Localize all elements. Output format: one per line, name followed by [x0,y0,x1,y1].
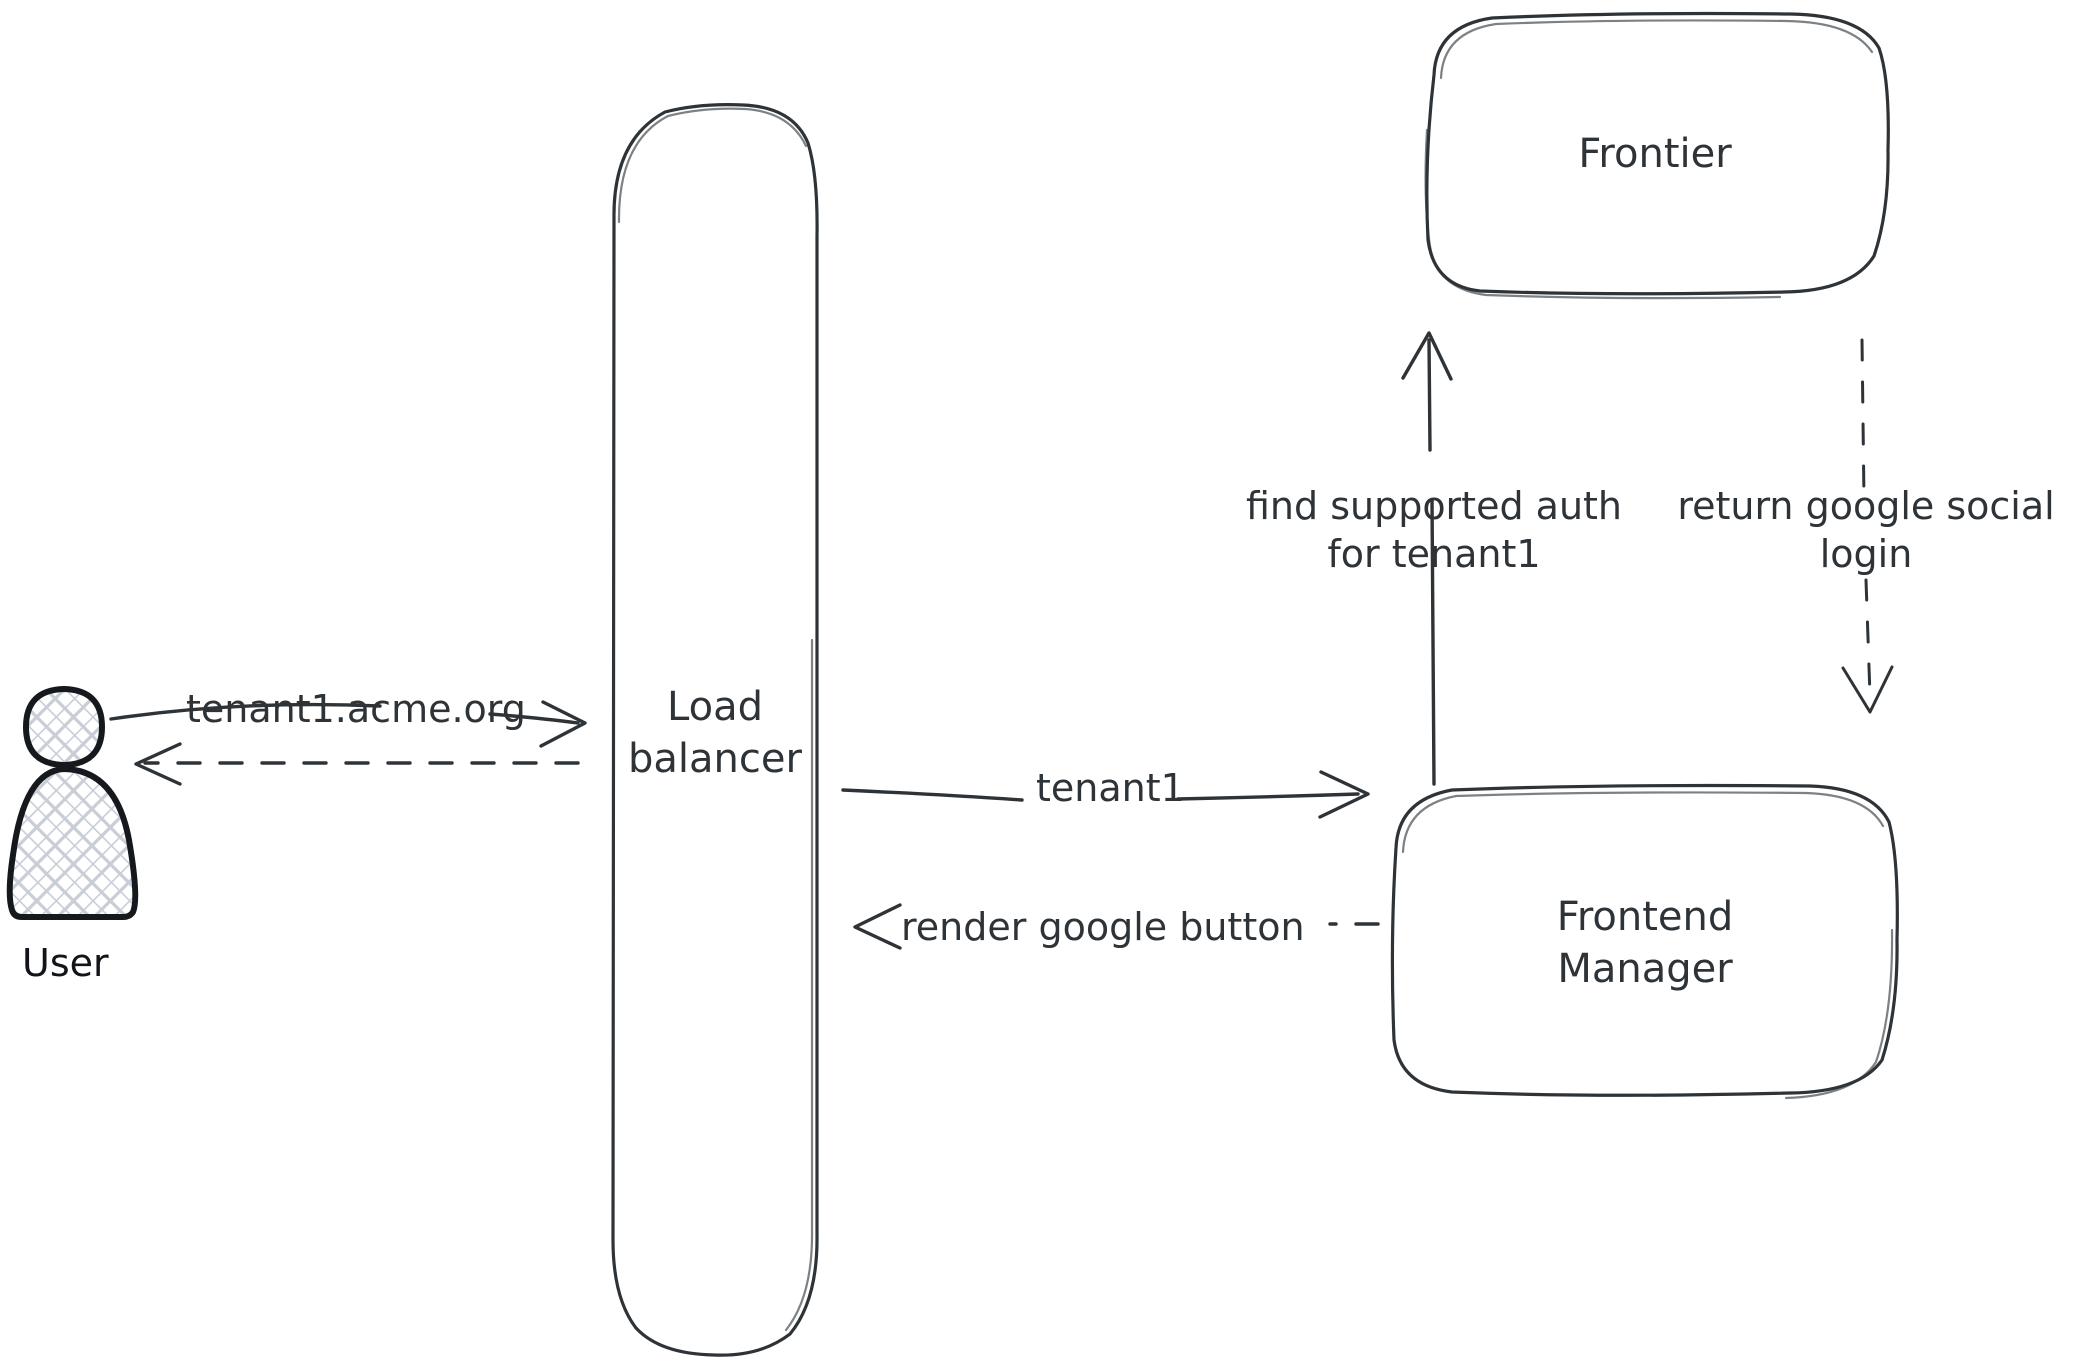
edge-label-fm-to-lb: render google button [901,905,1305,949]
edge-fm-to-lb [853,903,1380,950]
edge-frontier-to-fm [1841,338,1894,714]
node-frontend-manager[interactable] [1390,783,1899,1100]
edge-label-fm-to-frontier-line1: find supported auth [1246,484,1622,528]
edge-label-lb-to-fm: tenant1 [1036,766,1185,810]
person-actor-icon [6,686,139,920]
node-label-load-balancer-line2: balancer [628,736,802,782]
node-label-load-balancer-line1: Load [667,684,763,730]
node-load-balancer[interactable] [611,103,819,1357]
node-label-frontend-manager-line2: Manager [1557,946,1733,992]
edge-label-frontier-to-fm-line1: return google social [1677,484,2054,528]
node-frontier[interactable] [1424,11,1890,300]
actor-label-user: User [22,941,109,985]
edge-label-user-to-lb: tenant1.acme.org [186,687,526,731]
node-label-frontend-manager-line1: Frontend [1557,894,1734,940]
node-label-frontier: Frontier [1578,131,1732,177]
edge-user-to-lb [109,700,587,748]
edge-lb-to-user [134,742,580,786]
edge-label-frontier-to-fm-line2: login [1820,532,1913,576]
edge-label-fm-to-frontier-line2: for tenant1 [1327,532,1540,576]
edge-fm-to-frontier [1401,331,1453,786]
edge-lb-to-fm [841,770,1370,819]
